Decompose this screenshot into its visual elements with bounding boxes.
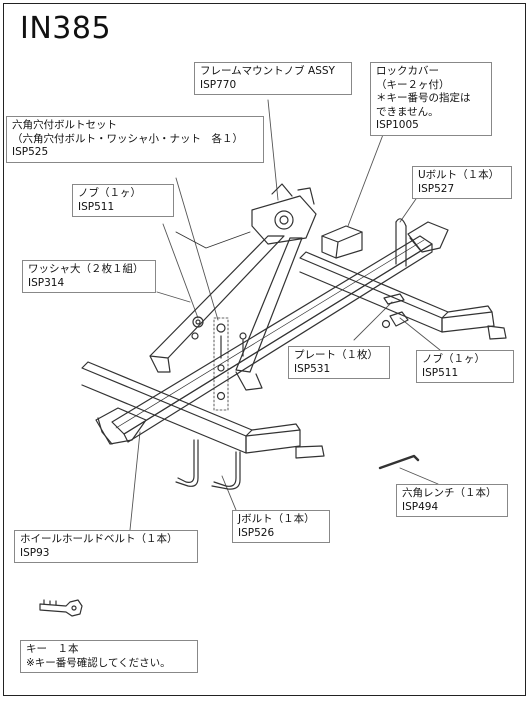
label-wheel-hold-belt: ホイールホールドベルト（１本） ISP93 — [14, 530, 198, 563]
roof-bar-right — [299, 251, 507, 340]
hex-wrench-part — [378, 454, 420, 470]
label-line: フレームマウントノブ ASSY — [200, 65, 335, 77]
label-line: ホイールホールドベルト（１本） — [20, 533, 178, 545]
label-line: ワッシャ大（２枚１組） — [28, 263, 144, 275]
label-line: ＊キー番号の指定は — [376, 92, 471, 104]
label-code: ISP527 — [418, 182, 455, 195]
label-code: ISP1005 — [376, 119, 419, 131]
knob-right-part — [381, 311, 409, 329]
label-line: 六角穴付ボルトセット — [12, 119, 117, 131]
label-code: ISP511 — [78, 200, 115, 213]
label-line: できません。 — [376, 105, 439, 118]
label-line: キー １本 — [26, 643, 79, 655]
label-u-bolt: Uボルト（１本） ISP527 — [412, 166, 512, 199]
frame-arm — [149, 183, 317, 391]
model-number: IN385 — [20, 11, 112, 46]
bike-tray — [95, 221, 449, 445]
j-bolt-part — [175, 439, 241, 490]
hardware-bolts — [191, 316, 247, 411]
label-plate: プレート（１枚） ISP531 — [288, 346, 390, 379]
label-code: ISP525 — [12, 146, 49, 158]
label-line: ノブ（１ヶ） — [422, 353, 485, 365]
label-code: ISP314 — [28, 276, 65, 289]
label-line: ※キー番号確認してください。 — [26, 656, 171, 669]
label-lock-cover: ロックカバー （キー２ヶ付） ＊キー番号の指定は できません。 ISP1005 — [370, 62, 492, 136]
label-line: プレート（１枚） — [294, 349, 378, 361]
label-code: ISP494 — [402, 500, 439, 513]
label-knob-left: ノブ（１ヶ） ISP511 — [72, 184, 174, 217]
page-frame — [3, 3, 526, 696]
label-code: ISP511 — [422, 366, 459, 379]
plate-part — [383, 293, 405, 305]
label-line: ノブ（１ヶ） — [78, 187, 141, 199]
label-code: ISP93 — [20, 546, 50, 559]
label-code: ISP531 — [294, 362, 331, 375]
label-line: Jボルト（１本） — [238, 513, 315, 525]
label-code: ISP526 — [238, 526, 275, 539]
label-knob-right: ノブ（１ヶ） ISP511 — [416, 350, 514, 383]
label-j-bolt: Jボルト（１本） ISP526 — [232, 510, 330, 543]
key-part — [39, 599, 83, 617]
label-frame-mount-knob: フレームマウントノブ ASSY ISP770 — [194, 62, 352, 95]
label-key: キー １本 ※キー番号確認してください。 — [20, 640, 198, 673]
label-line: ロックカバー — [376, 65, 439, 77]
u-bolt-part — [395, 218, 407, 267]
label-code: ISP770 — [200, 78, 237, 91]
label-hex-wrench: 六角レンチ（１本） ISP494 — [396, 484, 508, 517]
label-line: 六角レンチ（１本） — [402, 487, 497, 499]
label-line: （六角穴付ボルト・ワッシャ小・ナット 各１） — [12, 132, 243, 145]
label-washer-large: ワッシャ大（２枚１組） ISP314 — [22, 260, 156, 293]
label-line: Uボルト（１本） — [418, 169, 500, 181]
lock-cover-part — [321, 225, 363, 259]
label-hex-bolt-set: 六角穴付ボルトセット （六角穴付ボルト・ワッシャ小・ナット 各１） ISP525 — [6, 116, 264, 163]
label-line: （キー２ヶ付） — [376, 78, 450, 91]
